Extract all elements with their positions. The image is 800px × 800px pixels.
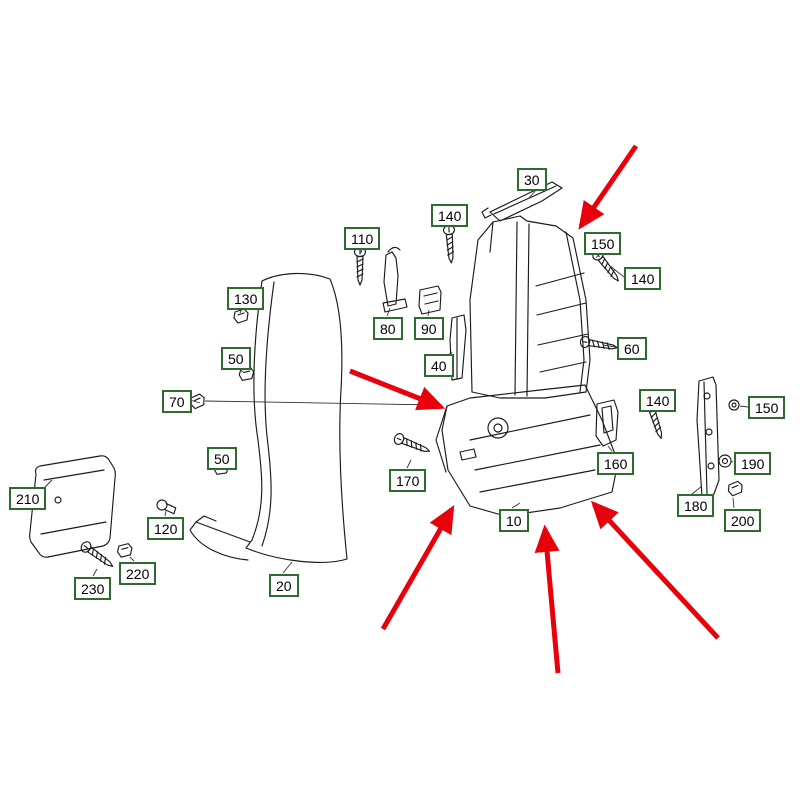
clip-200: [727, 480, 744, 497]
screw-230: [78, 539, 117, 572]
part-label-80: 80: [373, 317, 403, 340]
bracket-160-drawing: [595, 399, 619, 447]
bracket-180-drawing: [696, 376, 720, 498]
part-label-50-upper: 50: [221, 347, 251, 370]
screw-140-top: [442, 224, 458, 264]
strip-40-drawing: [449, 314, 467, 381]
part-label-90: 90: [414, 317, 444, 340]
part-label-110: 110: [344, 227, 381, 250]
panel-90-drawing: [418, 285, 442, 315]
lower-trim-panel-10-drawing: [435, 384, 619, 517]
part-label-40: 40: [424, 354, 454, 377]
part-label-20: 20: [269, 574, 299, 597]
part-label-50-lower: 50: [207, 447, 237, 470]
red-arrow-top-right: [578, 144, 639, 230]
red-arrow-bottom-left: [380, 505, 455, 631]
part-label-220: 220: [119, 562, 157, 585]
screw-170: [392, 431, 433, 458]
part-label-130: 130: [227, 287, 265, 310]
red-arrow-middle-left: [349, 368, 446, 411]
part-label-190: 190: [734, 452, 772, 475]
part-label-200: 200: [724, 509, 762, 532]
part-label-160: 160: [597, 452, 635, 475]
part-label-70: 70: [162, 390, 192, 413]
part-label-140-right: 140: [639, 389, 677, 412]
part-label-180: 180: [677, 494, 715, 517]
part-label-150-right: 150: [748, 396, 786, 419]
part-label-150-top: 150: [584, 232, 622, 255]
red-arrow-bottom-right: [590, 500, 720, 640]
part-label-140-top: 140: [431, 204, 469, 227]
part-label-210: 210: [9, 487, 47, 510]
screw-110: [353, 246, 367, 286]
screw-60: [579, 335, 620, 354]
screw-150-right: [728, 399, 740, 411]
quarter-trim-upper-panel-drawing: [469, 215, 591, 399]
part-label-10: 10: [499, 509, 529, 532]
bracket-80-drawing: [382, 246, 408, 313]
clip-220: [116, 542, 133, 559]
part-label-170: 170: [389, 469, 427, 492]
part-label-120: 120: [147, 517, 185, 540]
side-panel-210-drawing: [29, 455, 116, 558]
part-label-60: 60: [617, 337, 647, 360]
grommet-190: [718, 454, 732, 468]
pillar-trim-20-drawing: [189, 272, 348, 563]
part-label-30: 30: [517, 168, 547, 191]
red-arrow-bottom-middle: [534, 524, 561, 674]
clip-70: [189, 393, 206, 410]
part-label-140-upper-right: 140: [624, 267, 662, 290]
part-label-230: 230: [74, 577, 112, 600]
